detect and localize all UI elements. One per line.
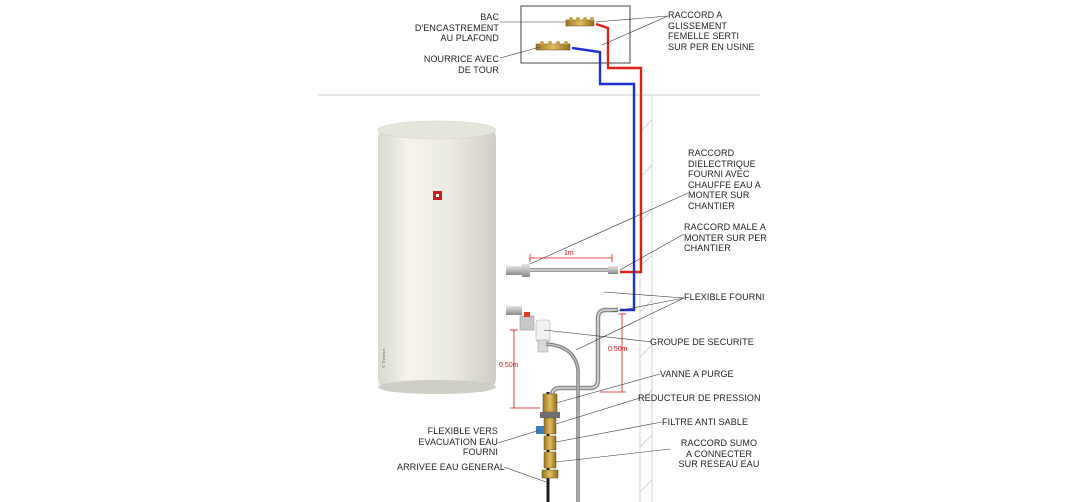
- hot-water-pipe: [595, 22, 643, 274]
- label-flexible-evacuation: FLEXIBLE VERS EVACUATION EAU FOURNI: [418, 426, 498, 457]
- label-vanne-purge: VANNE A PURGE: [660, 369, 734, 379]
- manifold-lower: [535, 41, 571, 51]
- dimension-1m: 1m: [564, 250, 574, 257]
- hot-outlet-pipe: [506, 264, 618, 277]
- label-filtre-anti-sable: FILTRE ANTI SABLE: [662, 417, 749, 427]
- cold-water-pipe: [571, 46, 636, 312]
- label-reducteur-pression: REDUCTEUR DE PRESSION: [638, 393, 761, 403]
- label-nourrice: NOURRICE AVEC DE TOUR: [423, 54, 499, 75]
- label-flexible-fourni: FLEXIBLE FOURNI: [684, 292, 765, 302]
- label-groupe-securite: GROUPE DE SECURITE: [650, 337, 754, 347]
- tank-logo-icon: [433, 191, 442, 200]
- label-arrivee-eau: ARRIVEE EAU GENERAL: [397, 462, 505, 472]
- leader-lines: [497, 15, 689, 483]
- safety-group: [506, 306, 551, 353]
- label-raccord-dielectrique: RACCORD DIELECTRIQUE FOURNI AVEC CHAUFFE…: [688, 148, 761, 211]
- label-raccord-male: RACCORD MALE A MONTER SUR PER CHANTIER: [684, 222, 767, 253]
- dimension-050m-right: 0.50m: [608, 346, 628, 353]
- dimension-050m-left: 0.50m: [499, 362, 519, 369]
- label-raccord-glissement: RACCORD A GLISSEMENT FEMELLE SERTI SUR P…: [668, 10, 755, 52]
- valve-stack: [536, 393, 560, 479]
- tank-brand-mark: © Thermor: [381, 348, 386, 368]
- ceiling-recess-box: [520, 5, 631, 64]
- label-bac-encastrement: BAC D'ENCASTREMENT AU PLAFOND: [414, 12, 499, 43]
- water-heater-tank: [377, 120, 497, 394]
- label-raccord-sumo: RACCORD SUMO A CONNECTER SUR RESEAU EAU: [678, 438, 760, 469]
- manifold-upper: [565, 17, 595, 27]
- dimension-lines: [510, 254, 626, 409]
